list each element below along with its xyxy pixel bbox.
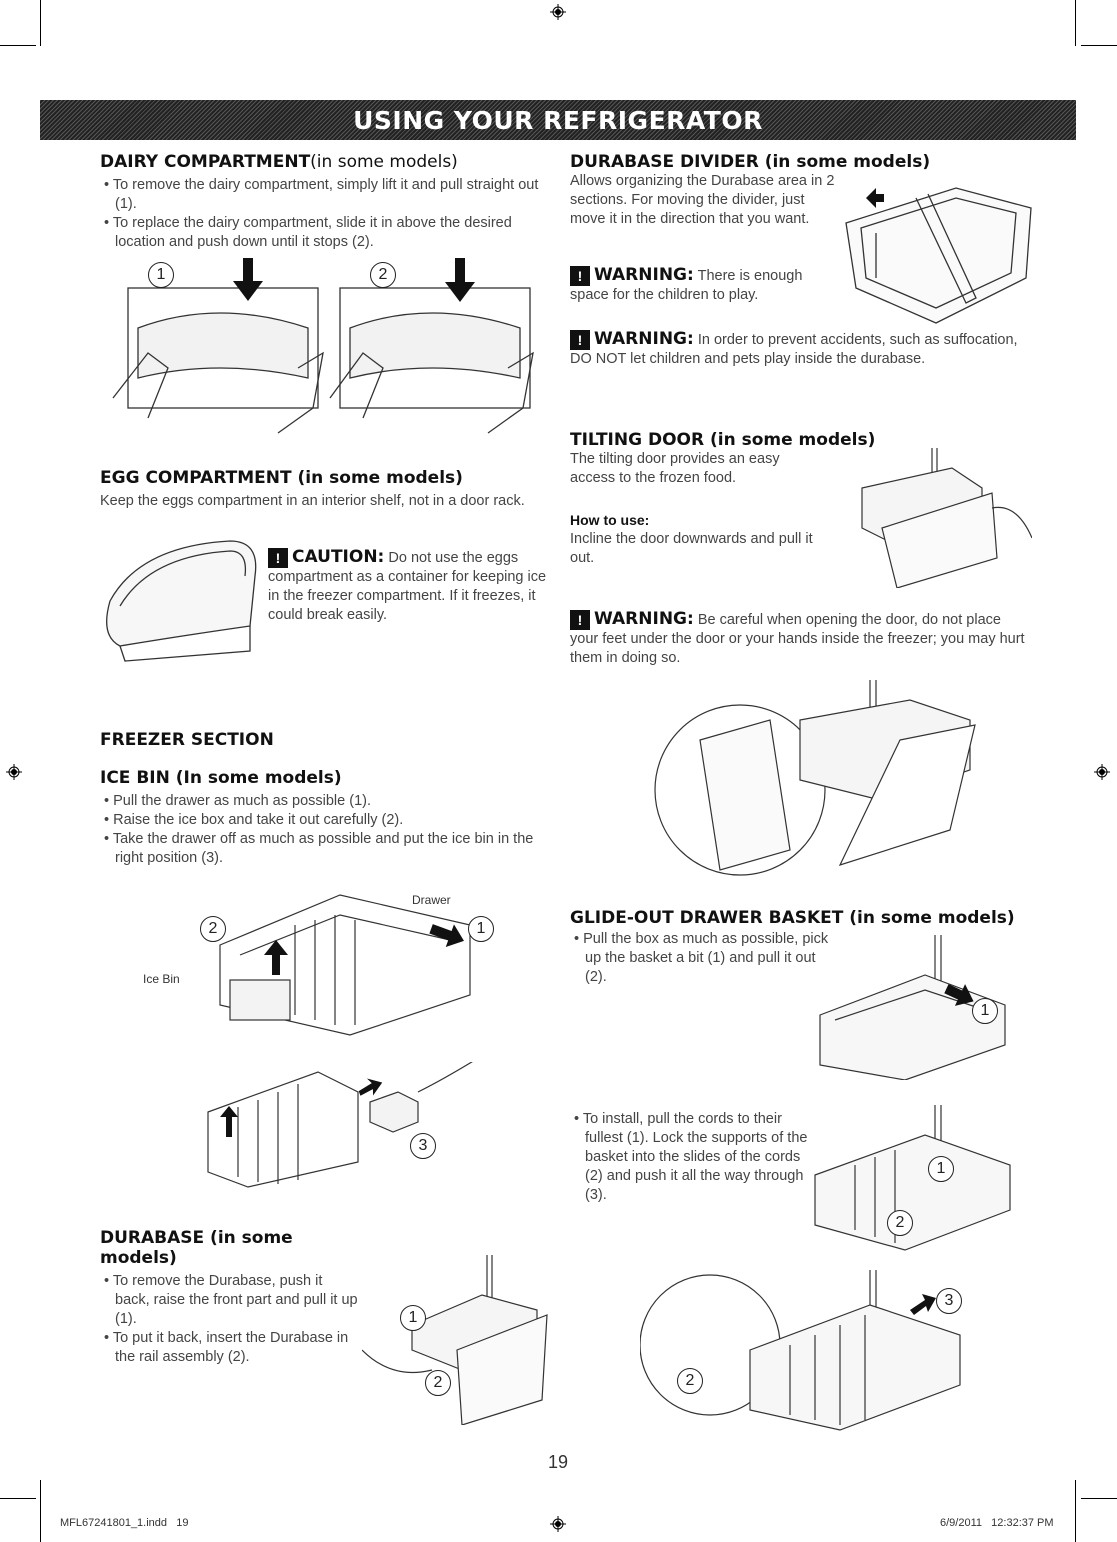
divider-warning-1: ! WARNING: There is enough space for the…	[570, 265, 803, 304]
icebin-section: ICE BIN (In some models) • Pull the draw…	[100, 768, 548, 868]
glide-basket-install-illustration	[814, 1105, 1011, 1251]
callout-number: 2	[370, 262, 396, 288]
tilting-howto-text: Incline the door downwards and pull it o…	[570, 531, 813, 566]
callout-number: 3	[936, 1288, 962, 1314]
banner-title: USING YOUR REFRIGERATOR	[353, 105, 763, 135]
tilting-howto-label: How to use:	[570, 512, 650, 528]
page-number: 19	[548, 1452, 569, 1472]
glide-bullet: • Pull the box as much as possible, pick…	[574, 931, 829, 985]
tilting-title: TILTING DOOR (in some models)	[570, 430, 876, 450]
icebin-title: ICE BIN (In some models)	[100, 768, 342, 788]
warning-triangle-icon: !	[570, 330, 590, 351]
egg-title: EGG COMPARTMENT (in some models)	[100, 468, 463, 488]
egg-caution: ! CAUTION: Do not use the eggs compartme…	[268, 548, 548, 625]
callout-number: 2	[200, 916, 226, 942]
egg-compartment-illustration	[106, 540, 257, 662]
tilting-warning: ! WARNING: Be careful when opening the d…	[570, 609, 1025, 667]
divider-warning-2: ! WARNING: In order to prevent accidents…	[570, 329, 1018, 368]
tilting-door-illustration	[861, 448, 1032, 588]
dairy-compartment-illustration	[112, 258, 534, 434]
icebin-drawer-illustration	[219, 894, 471, 1036]
divider-body: Allows organizing the Durabase area in 2…	[570, 173, 835, 227]
glide-basket-push-illustration	[640, 1270, 961, 1431]
durabase-title: DURABASE (in some models)	[100, 1228, 293, 1268]
warning-triangle-icon: !	[268, 548, 288, 569]
crop-mark-top-left-h	[0, 45, 36, 46]
section-banner: USING YOUR REFRIGERATOR	[40, 100, 1076, 140]
registration-mark-icon	[550, 1516, 566, 1532]
callout-number: 2	[677, 1368, 703, 1394]
caution-label: CAUTION:	[292, 547, 385, 567]
divider-title: DURABASE DIVIDER (in some models)	[570, 152, 931, 172]
crop-mark-top-right-v	[1075, 0, 1076, 46]
callout-number: 1	[928, 1156, 954, 1182]
durabase-bullet: • To remove the Durabase, push it back, …	[104, 1273, 358, 1327]
egg-section: EGG COMPARTMENT (in some models) Keep th…	[100, 468, 548, 511]
callout-number: 1	[400, 1305, 426, 1331]
crop-mark-top-left-v	[40, 0, 41, 46]
dairy-title: DAIRY COMPARTMENT(in some models)	[100, 152, 458, 172]
tilting-body: The tilting door provides an easy access…	[570, 451, 780, 486]
callout-number: 3	[410, 1133, 436, 1159]
crop-mark-top-right-h	[1081, 45, 1117, 46]
callout-number: 2	[425, 1370, 451, 1396]
dairy-bullet: • To remove the dairy compartment, simpl…	[104, 177, 539, 212]
footer-file: MFL67241801_1.indd 19	[60, 1517, 189, 1529]
glide-basket-remove-illustration	[819, 935, 1006, 1080]
tilting-door-closeup-illustration	[654, 680, 976, 876]
warning-triangle-icon: !	[570, 610, 590, 631]
registration-mark-icon	[6, 764, 22, 780]
callout-number: 2	[887, 1210, 913, 1236]
durabase-illustration	[362, 1255, 548, 1425]
icebin-bullet: • Pull the drawer as much as possible (1…	[104, 793, 372, 809]
caution-text: Do not use the eggs compartment as a con…	[268, 550, 547, 624]
crop-mark-bottom-left-h	[0, 1498, 36, 1499]
label-icebin: Ice Bin	[143, 972, 180, 986]
durabase-bullet: • To put it back, insert the Durabase in…	[104, 1330, 349, 1365]
callout-number: 1	[468, 916, 494, 942]
registration-mark-icon	[550, 4, 566, 20]
warning-triangle-icon: !	[570, 266, 590, 287]
icebin-bullet: • Raise the ice box and take it out care…	[104, 812, 404, 828]
durabase-divider-illustration	[845, 187, 1032, 324]
crop-mark-bottom-right-v	[1075, 1480, 1076, 1542]
crop-mark-bottom-left-v	[40, 1480, 41, 1542]
footer-date: 6/9/2011 12:32:37 PM	[940, 1517, 1054, 1529]
icebin-bullet: • Take the drawer off as much as possibl…	[104, 831, 534, 866]
freezer-section-title: FREEZER SECTION	[100, 730, 274, 750]
dairy-bullet: • To replace the dairy compartment, slid…	[104, 215, 512, 250]
callout-number: 1	[972, 998, 998, 1024]
callout-number: 1	[148, 262, 174, 288]
egg-body: Keep the eggs compartment in an interior…	[100, 493, 525, 509]
label-drawer: Drawer	[412, 893, 451, 907]
durabase-section: DURABASE (in some models) • To remove th…	[100, 1228, 360, 1367]
crop-mark-bottom-right-h	[1081, 1498, 1117, 1499]
icebin-reinstall-illustration	[207, 1062, 473, 1188]
glide-title: GLIDE-OUT DRAWER BASKET (in some models)	[570, 908, 1015, 928]
registration-mark-icon	[1094, 764, 1110, 780]
glide-bullet: • To install, pull the cords to their fu…	[574, 1111, 808, 1203]
dairy-section: DAIRY COMPARTMENT(in some models) • To r…	[100, 152, 548, 252]
